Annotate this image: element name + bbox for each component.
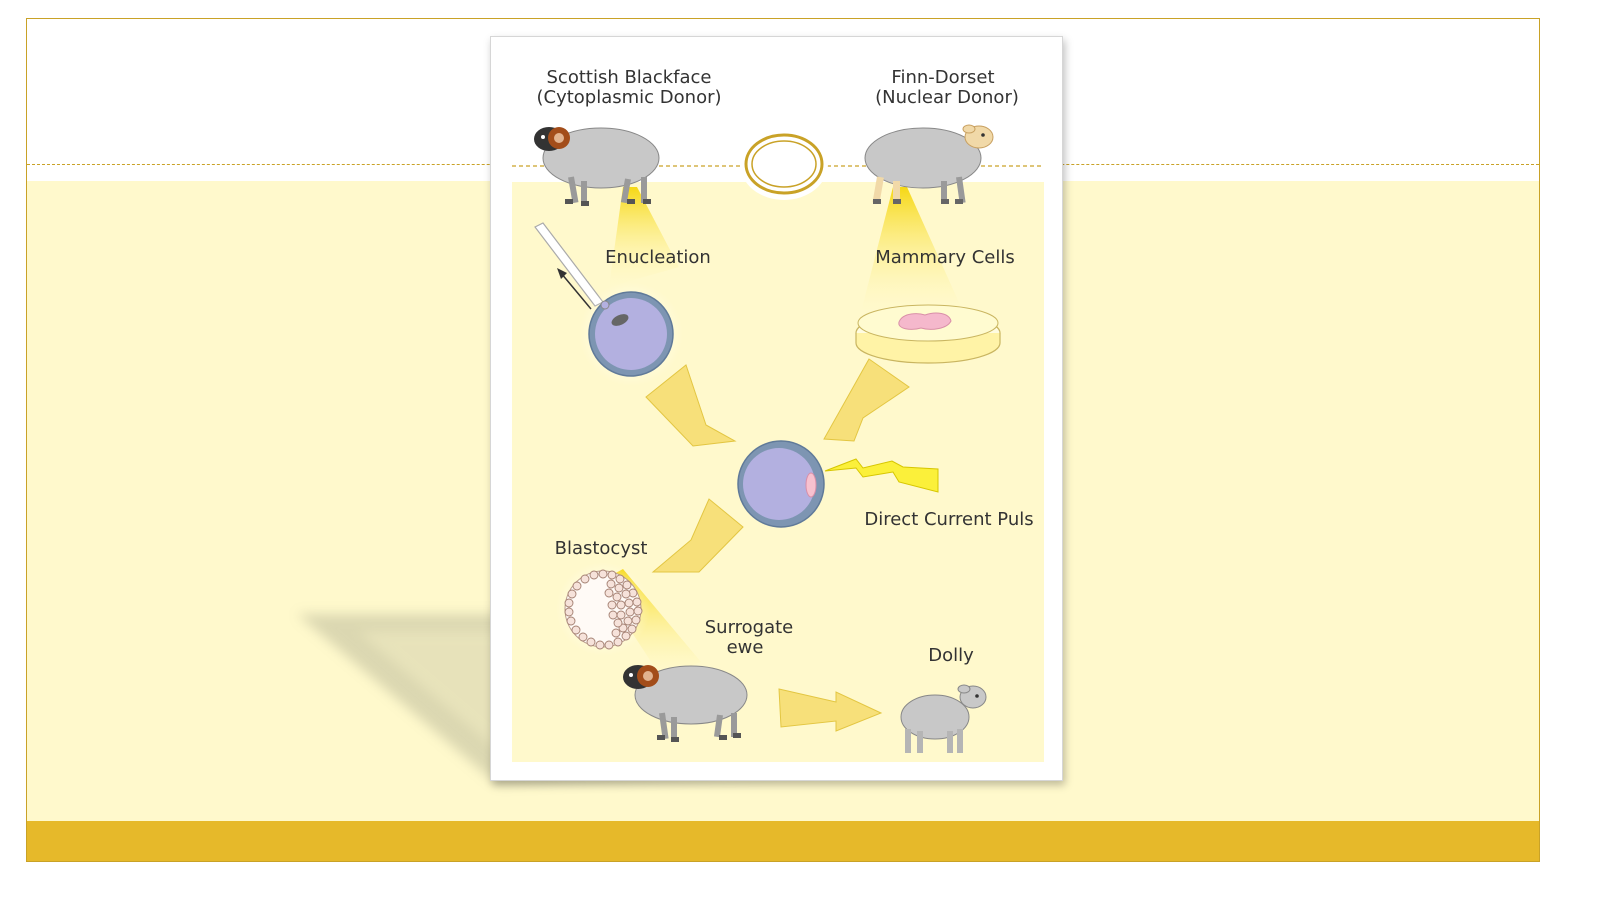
surrogate-ewe-sheep-icon xyxy=(623,665,748,742)
surrogate-label-line1: Surrogate xyxy=(705,617,794,638)
dolly-cloning-diagram: Scottish Blackface (Cytoplasmic Donor) F… xyxy=(512,67,1044,762)
blastocyst-icon xyxy=(556,562,650,656)
cytoplasmic-donor-role: (Cytoplasmic Donor) xyxy=(536,87,721,108)
dolly-label: Dolly xyxy=(928,645,974,666)
blastocyst-label: Blastocyst xyxy=(555,538,648,559)
lightning-bolt-icon xyxy=(824,458,939,493)
direct-current-label: Direct Current Puls xyxy=(864,509,1033,530)
cloning-diagram-card: Scottish Blackface (Cytoplasmic Donor) F… xyxy=(490,36,1063,781)
cytoplasmic-donor-name: Scottish Blackface xyxy=(547,67,712,88)
petri-dish-icon xyxy=(855,304,1001,364)
nuclear-donor-name: Finn-Dorset xyxy=(891,67,994,88)
extraction-arrow xyxy=(560,272,592,310)
enucleated-egg-icon xyxy=(579,282,683,386)
mammary-beam xyxy=(861,187,961,312)
finn-dorset-sheep-icon xyxy=(864,124,994,204)
surrogate-to-dolly-arrow xyxy=(778,688,883,732)
egg-to-fusion-arrow xyxy=(645,364,737,447)
surrogate-label-line2: ewe xyxy=(727,637,764,658)
cells-to-fusion-arrow xyxy=(823,358,910,442)
ring-ornament xyxy=(740,128,828,200)
fused-cell-icon xyxy=(737,440,825,528)
fusion-to-blastocyst-arrow xyxy=(651,498,744,573)
mammary-cells-label: Mammary Cells xyxy=(875,247,1014,268)
nuclear-donor-role: (Nuclear Donor) xyxy=(875,87,1019,108)
scottish-blackface-sheep-icon xyxy=(534,127,660,206)
extraction-arrow-head xyxy=(557,268,567,279)
slide-footer-bar xyxy=(27,821,1539,861)
enucleation-beam xyxy=(609,187,679,287)
dolly-lamb-icon xyxy=(900,684,987,753)
enucleation-label: Enucleation xyxy=(605,247,711,268)
